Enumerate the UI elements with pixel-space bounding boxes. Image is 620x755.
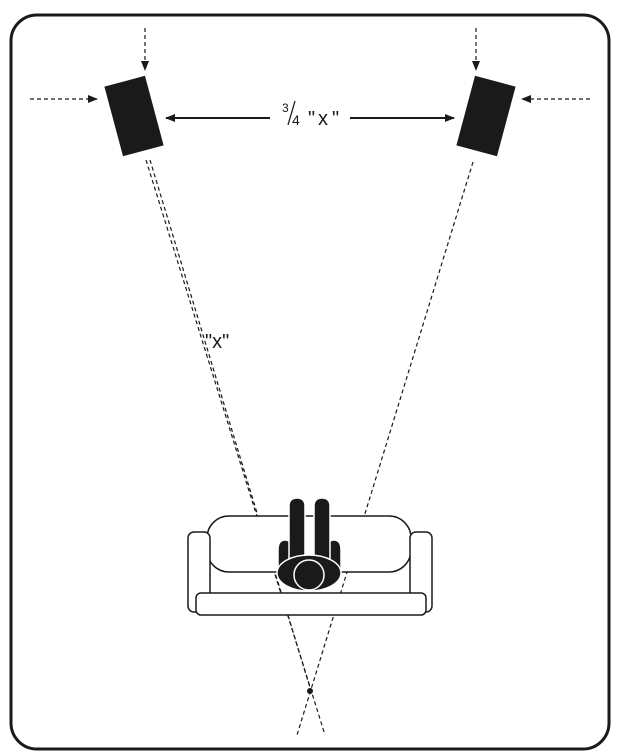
right-speaker-beam [296, 161, 474, 736]
sofa-seat [195, 592, 427, 616]
spacing-quote-open: " [308, 108, 315, 130]
listener-right-leg [313, 497, 331, 567]
spacing-quote-close: " [332, 108, 339, 130]
left-speaker-beam-a [145, 159, 326, 736]
right-speaker [456, 75, 516, 157]
listener [276, 497, 342, 592]
listener-left-leg [288, 497, 306, 567]
listener-distance-label: "x" [205, 331, 229, 353]
left-speaker [104, 75, 164, 157]
fraction-slash [287, 100, 296, 126]
listener-head [293, 559, 325, 591]
fraction-denominator: 4 [292, 112, 300, 128]
room-outline [9, 13, 611, 751]
spacing-variable: x [318, 108, 328, 130]
sofa [187, 515, 433, 616]
speaker-spacing-label: 3 4 " x " [282, 100, 339, 130]
listening-point-dot [307, 688, 313, 694]
placement-guide-arrows [30, 28, 590, 103]
fraction-numerator: 3 [282, 101, 289, 115]
